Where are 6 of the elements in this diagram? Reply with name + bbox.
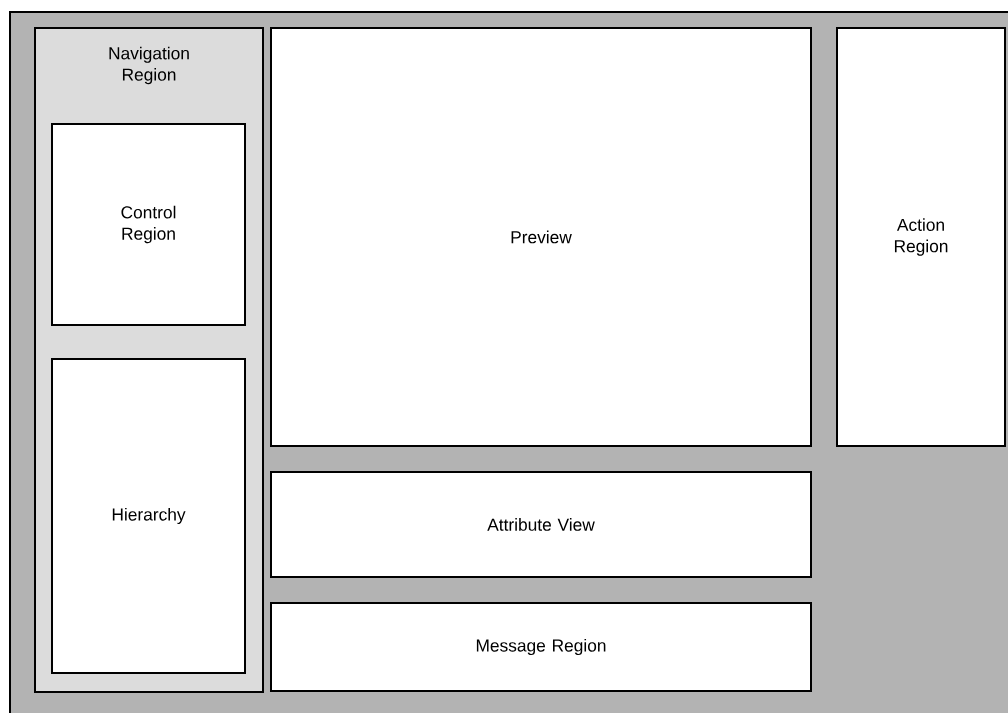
region-box: Hierarchy [51, 358, 246, 674]
region-box: Attribute View [270, 471, 812, 578]
region-box: Message Region [270, 602, 812, 692]
region-box: Action Region [836, 27, 1006, 447]
region-box: Preview [270, 27, 812, 447]
region-box: Control Region [51, 123, 246, 326]
